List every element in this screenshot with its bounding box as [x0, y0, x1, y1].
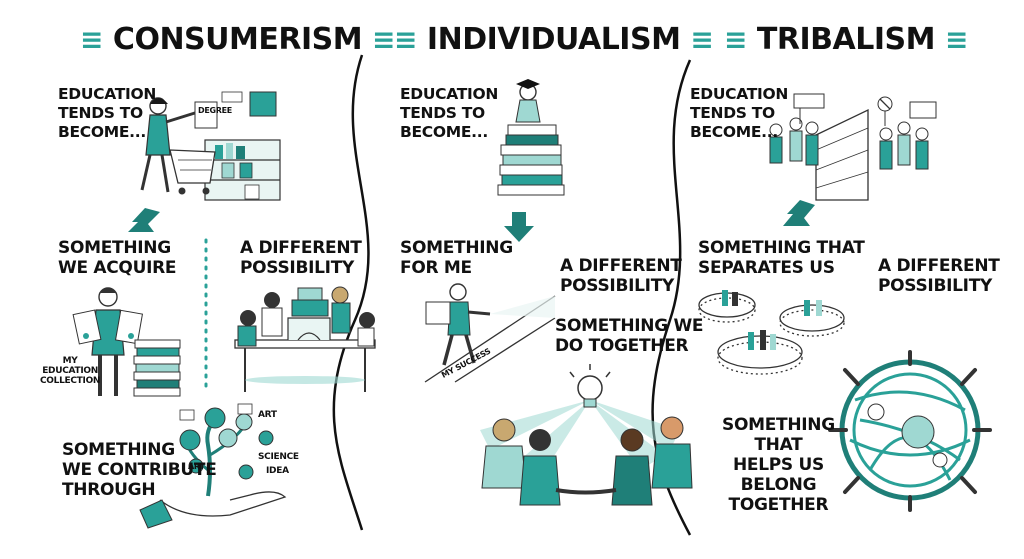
alternative-line: BELONG: [740, 475, 817, 495]
collection-label-line: COLLECTION: [40, 376, 101, 386]
divided-crowd-wall-illustration: [769, 93, 937, 201]
header-dash-icon: ≡: [944, 23, 968, 56]
alt-label-tribalism: A DIFFERENT POSSIBILITY: [878, 256, 1000, 296]
header-dash-icon: ≡: [690, 23, 714, 56]
alt-label-line: A DIFFERENT: [560, 256, 682, 276]
column-header-consumerism: ≡ CONSUMERISM ≡: [80, 22, 396, 57]
tree-label-art-small: ART: [188, 462, 205, 471]
header-dash-icon: ≡: [80, 23, 103, 56]
intro-text-individualism: EDUCATION TENDS TO BECOME...: [400, 85, 498, 142]
current-text-consumerism: SOMETHING WE ACQUIRE: [58, 238, 177, 278]
column-title: CONSUMERISM: [112, 22, 363, 57]
column-divider-left: [332, 54, 370, 531]
down-arrow-tribalism: [783, 200, 815, 226]
intro-line: EDUCATION: [58, 85, 156, 103]
intro-line: BECOME...: [58, 123, 146, 141]
intro-line: EDUCATION: [400, 85, 498, 103]
group-building-table-illustration: [234, 286, 376, 392]
alt-label-line: A DIFFERENT: [240, 238, 362, 258]
down-arrow-consumerism: [128, 208, 160, 232]
alternative-line: THROUGH: [62, 480, 156, 500]
alternative-text-individualism: SOMETHING WE DO TOGETHER: [555, 316, 704, 356]
header-dash-icon: ≡: [394, 23, 417, 56]
current-line: SOMETHING: [58, 238, 171, 258]
alternative-line: SOMETHING: [722, 415, 835, 435]
collection-label-line: EDUCATION: [42, 366, 98, 376]
collection-label: MY EDUCATION COLLECTION: [40, 356, 100, 386]
alternative-line: WE CONTRIBUTE: [62, 460, 217, 480]
intro-line: BECOME...: [690, 123, 778, 141]
intro-line: TENDS TO: [400, 104, 485, 122]
current-text-individualism: SOMETHING FOR ME: [400, 238, 513, 278]
fenced-circles-illustration: [698, 290, 845, 375]
column-title: INDIVIDUALISM: [426, 22, 681, 57]
walking-person-flashlight-illustration: [424, 283, 556, 383]
current-line: SEPARATES US: [698, 258, 835, 278]
alt-label-line: POSSIBILITY: [878, 276, 993, 296]
tree-label-science: SCIENCE: [258, 452, 299, 462]
alternative-text-consumerism: SOMETHING WE CONTRIBUTE THROUGH: [62, 440, 217, 500]
contribution-tree-illustration: [139, 403, 287, 529]
current-text-tribalism: SOMETHING THAT SEPARATES US: [698, 238, 865, 278]
certificate-person-illustration: [72, 287, 181, 397]
tree-label-idea: IDEA: [266, 466, 289, 476]
intro-line: EDUCATION: [690, 85, 788, 103]
connected-hands-globe-illustration: [828, 350, 992, 512]
column-header-individualism: ≡ INDIVIDUALISM ≡: [394, 22, 714, 57]
alternative-line: SOMETHING: [62, 440, 175, 460]
alt-label-line: POSSIBILITY: [560, 276, 675, 296]
header-dash-icon: ≡: [724, 23, 747, 56]
down-arrow-individualism: [504, 212, 534, 242]
current-line: SOMETHING THAT: [698, 238, 865, 258]
degree-sign-label: DEGREE: [198, 106, 232, 115]
alternative-text-tribalism: SOMETHING THAT HELPS US BELONG TOGETHER: [722, 415, 835, 515]
header-dash-icon: ≡: [372, 23, 396, 56]
current-line: FOR ME: [400, 258, 472, 278]
alternative-line: THAT: [754, 435, 803, 455]
alt-label-individualism: A DIFFERENT POSSIBILITY: [560, 256, 682, 296]
alternative-line: SOMETHING WE: [555, 316, 704, 336]
book-stack-graduate-illustration: [497, 79, 565, 196]
intro-text-consumerism: EDUCATION TENDS TO BECOME...: [58, 85, 156, 142]
shopping-person-illustration: [140, 91, 281, 201]
current-line: SOMETHING: [400, 238, 513, 258]
column-title: TRIBALISM: [756, 22, 936, 57]
alternative-line: TOGETHER: [728, 495, 829, 515]
alternative-line: DO TOGETHER: [555, 336, 689, 356]
tree-label-art: ART: [258, 410, 277, 420]
alt-label-line: A DIFFERENT: [878, 256, 1000, 276]
alt-label-consumerism: A DIFFERENT POSSIBILITY: [240, 238, 362, 278]
intro-line: TENDS TO: [690, 104, 775, 122]
lightbulb-group-illustration: [480, 364, 693, 506]
column-header-tribalism: ≡ TRIBALISM ≡: [724, 22, 968, 57]
intro-line: TENDS TO: [58, 104, 143, 122]
current-line: WE ACQUIRE: [58, 258, 177, 278]
intro-text-tribalism: EDUCATION TENDS TO BECOME...: [690, 85, 788, 142]
collection-label-line: MY: [62, 356, 78, 366]
intro-line: BECOME...: [400, 123, 488, 141]
alt-label-line: POSSIBILITY: [240, 258, 355, 278]
alternative-line: HELPS US: [732, 455, 824, 475]
